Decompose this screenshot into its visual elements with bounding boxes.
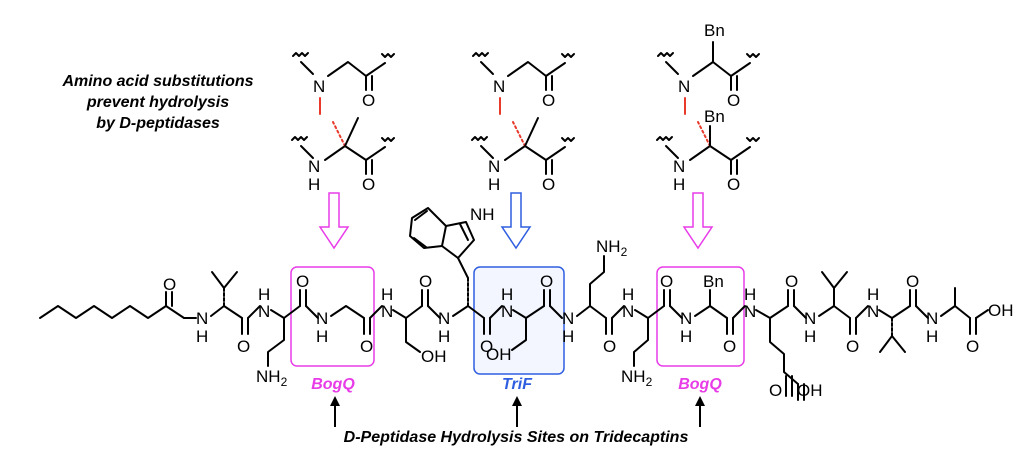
o-atom: O — [237, 337, 250, 356]
n-atom: N — [196, 309, 208, 328]
h-atom: H — [501, 285, 513, 304]
o-atom: O — [542, 175, 555, 194]
h-atom: H — [258, 285, 270, 304]
n-methyl-phe-fragment: N Bn O — [657, 21, 760, 115]
h-atom: H — [438, 327, 450, 346]
n-atom: N — [501, 302, 513, 321]
site-label-trif: TriF — [502, 376, 533, 393]
nh2-label: NH2 — [596, 237, 628, 259]
diagram-caption: D-Peptidase Hydrolysis Sites on Tridecap… — [344, 429, 689, 446]
n-atom: N — [673, 157, 685, 176]
n-atom: N — [381, 302, 393, 321]
o-atom: O — [727, 91, 740, 110]
arrow-site-2 — [500, 192, 532, 250]
o-atom: O — [296, 272, 309, 291]
trif-site-box — [473, 266, 565, 375]
aib-fragment-2: N H O — [471, 117, 575, 194]
n-atom: N — [562, 309, 574, 328]
o-atom: O — [360, 337, 373, 356]
o-atom: O — [727, 175, 740, 194]
o-atom: O — [660, 272, 673, 291]
arrow-site-1 — [318, 192, 350, 250]
nh-label: NH — [470, 205, 495, 224]
o-atom: O — [362, 91, 375, 110]
o-atom: O — [785, 272, 798, 291]
bn-label: Bn — [703, 272, 724, 291]
sarcosine-fragment-2: N O — [472, 52, 575, 115]
annotation-line-1: Amino acid substitutions — [61, 73, 253, 90]
n-atom: N — [493, 77, 505, 96]
bogq-site-box-2 — [656, 266, 745, 367]
aib-fragment-1: N H O — [291, 117, 395, 194]
h-atom: H — [622, 285, 634, 304]
o-atom: O — [603, 337, 616, 356]
o-atom: O — [846, 337, 859, 356]
bn-label: Bn — [704, 21, 725, 40]
o-atom: O — [769, 381, 782, 400]
o-atom: O — [480, 337, 493, 356]
h-atom: H — [680, 327, 692, 346]
h-atom: H — [804, 327, 816, 346]
n-atom: N — [438, 309, 450, 328]
annotation-line-3: by D-peptidases — [96, 115, 220, 132]
peptide-backbone: O N H O H N NH2 O N H O H N OH O — [39, 205, 1014, 401]
o-atom: O — [362, 175, 375, 194]
nh2-label: NH2 — [621, 367, 653, 389]
n-atom: N — [680, 309, 692, 328]
n-atom: N — [926, 309, 938, 328]
bn-label: Bn — [704, 107, 725, 126]
h-atom: H — [308, 175, 320, 194]
arrow-site-3 — [682, 192, 714, 250]
sarcosine-fragment-1: N O — [292, 52, 395, 115]
n-atom: N — [867, 302, 879, 321]
bogq-site-box-1 — [290, 266, 375, 367]
oh-label: OH — [988, 301, 1014, 320]
h-atom: H — [673, 175, 685, 194]
hydrolysis-site-bracket: D-Peptidase Hydrolysis Sites on Tridecap… — [326, 396, 706, 446]
n-atom: N — [316, 309, 328, 328]
h-atom: H — [381, 285, 393, 304]
o-atom: O — [906, 272, 919, 291]
h-atom: H — [867, 285, 879, 304]
oh-label: OH — [486, 345, 512, 364]
annotation-line-2: prevent hydrolysis — [86, 94, 229, 111]
n-atom: N — [488, 157, 500, 176]
n-atom: N — [313, 77, 325, 96]
n-atom: N — [622, 302, 634, 321]
site-label-bogq-1: BogQ — [311, 376, 355, 393]
h-atom: H — [316, 327, 328, 346]
nh2-label: NH2 — [256, 367, 288, 389]
o-atom: O — [540, 272, 553, 291]
o-atom: O — [966, 337, 979, 356]
h-atom: H — [926, 327, 938, 346]
n-atom: N — [258, 302, 270, 321]
o-atom: O — [542, 91, 555, 110]
n-atom: N — [804, 309, 816, 328]
h-atom: H — [196, 327, 208, 346]
o-atom: O — [419, 272, 432, 291]
alpha-methyl-phe-fragment: N H Bn O — [656, 107, 760, 194]
h-atom: H — [488, 175, 500, 194]
n-atom: N — [744, 302, 756, 321]
h-atom: H — [744, 285, 756, 304]
h-atom: H — [562, 327, 574, 346]
oh-label: OH — [797, 381, 823, 400]
o-atom: O — [723, 337, 736, 356]
o-atom: O — [163, 275, 176, 294]
substitution-annotation: Amino acid substitutions prevent hydroly… — [61, 73, 253, 132]
oh-label: OH — [421, 347, 447, 366]
nh-atom: N — [308, 157, 320, 176]
site-label-bogq-2: BogQ — [678, 376, 722, 393]
n-atom: N — [678, 77, 690, 96]
